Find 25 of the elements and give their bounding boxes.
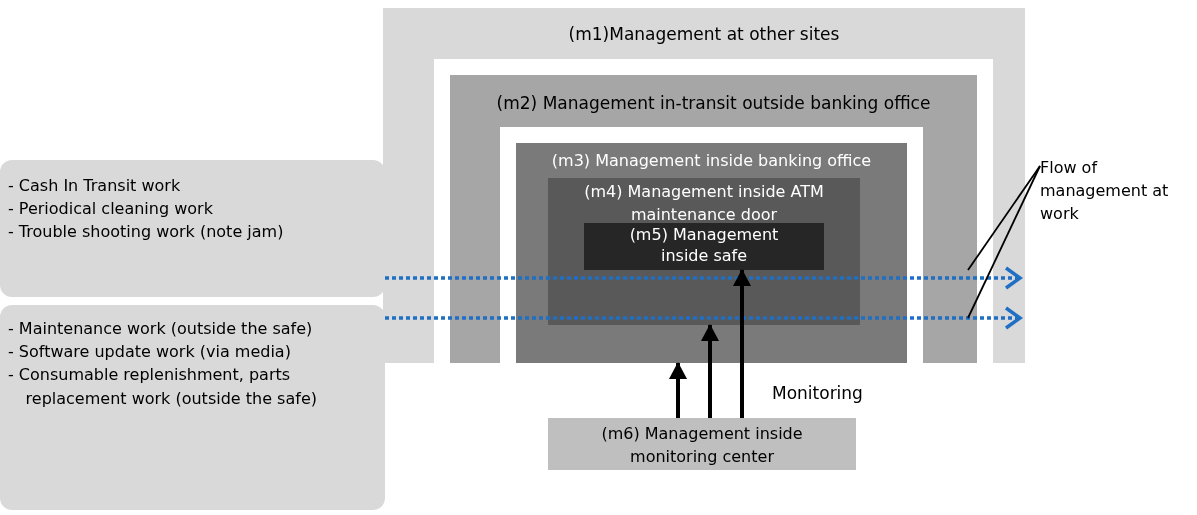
list-item: - Software update work (via media)	[8, 341, 292, 364]
box-title: (m5) Management inside safe	[628, 225, 780, 267]
box-title: (m1)Management at other sites	[567, 23, 841, 46]
box-title: (m3) Management inside banking office	[550, 150, 873, 172]
list-item: - Periodical cleaning work	[8, 198, 214, 221]
box-title: (m4) Management inside ATM maintenance door	[583, 181, 825, 227]
arrow	[701, 324, 719, 418]
safe-box	[584, 223, 824, 270]
leader-line	[967, 165, 1041, 271]
callout-text: Flow of management at work	[1040, 157, 1170, 226]
arrow	[669, 362, 687, 418]
atm-door-box	[548, 178, 860, 325]
list-item: - Trouble shooting work (note jam)	[8, 221, 285, 244]
leader-line	[967, 165, 1041, 319]
dotted-arrow	[385, 306, 1022, 330]
list-item: - Cash In Transit work	[8, 175, 182, 197]
work-list-box	[0, 305, 385, 510]
dotted-arrow	[385, 266, 1022, 290]
box-title: (m6) Management inside monitoring center	[600, 423, 804, 469]
list-item: - Maintenance work (outside the safe)	[8, 318, 314, 340]
work-list-box	[0, 160, 385, 297]
box-title: (m2) Management in-transit outside banking office	[495, 92, 932, 115]
arrow	[733, 269, 751, 418]
monitoring-center-box	[548, 418, 856, 470]
list-item: - Consumable replenishment, parts replacement work (outside the safe)	[8, 364, 318, 410]
